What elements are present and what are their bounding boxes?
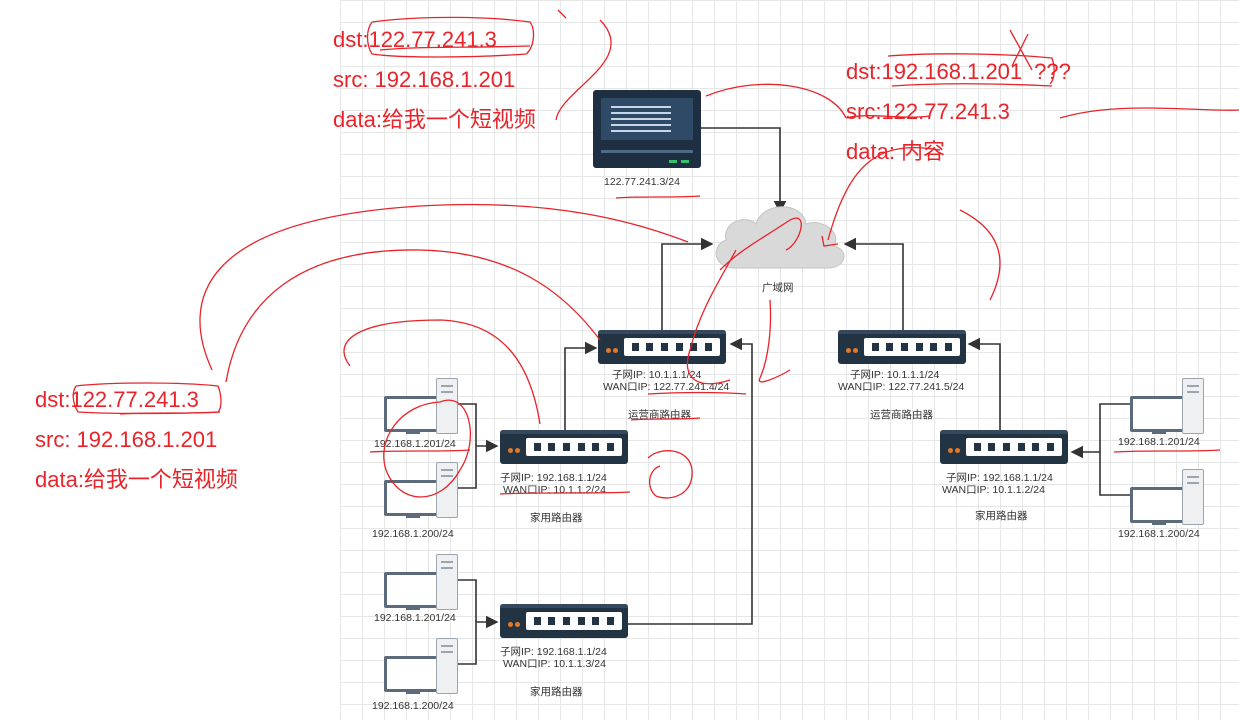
computer-icon <box>384 638 458 694</box>
isp-left-subnet: 子网IP: 10.1.1.1/24 <box>612 369 702 381</box>
grid-background <box>340 0 1239 720</box>
isp-right-name: 运营商路由器 <box>870 409 933 421</box>
home-right-name: 家用路由器 <box>975 510 1028 522</box>
note-data: data:给我一个短视频 <box>35 467 238 492</box>
note-data: data:给我一个短视频 <box>333 107 536 132</box>
home-left-2-name: 家用路由器 <box>530 686 583 698</box>
pc-l1a-ip: 192.168.1.201/24 <box>374 438 456 450</box>
isp-router-left-icon <box>598 330 726 364</box>
computer-icon <box>1130 378 1204 434</box>
computer-icon <box>384 462 458 518</box>
note-data: data: 内容 <box>846 139 946 164</box>
note-dst: dst:122.77.241.3 <box>35 387 199 412</box>
note-dst: dst:192.168.1.201 <box>846 59 1023 84</box>
note-request-mid: dst:122.77.241.3 src: 192.168.1.201 data… <box>35 380 238 500</box>
note-src: src: 192.168.1.201 <box>35 427 218 452</box>
home-left-2-wan: WAN口IP: 10.1.1.3/24 <box>503 658 606 670</box>
home-router-left-1-icon <box>500 430 628 464</box>
home-router-left-2-icon <box>500 604 628 638</box>
home-right-wan: WAN口IP: 10.1.1.2/24 <box>942 484 1045 496</box>
pc-l2b-ip: 192.168.1.200/24 <box>372 700 454 712</box>
cloud-icon <box>715 206 845 269</box>
computer-icon <box>384 554 458 610</box>
isp-right-subnet: 子网IP: 10.1.1.1/24 <box>850 369 940 381</box>
isp-router-right-icon <box>838 330 966 364</box>
note-src: src:122.77.241.3 <box>846 99 1010 124</box>
isp-right-wan: WAN口IP: 122.77.241.5/24 <box>838 381 965 393</box>
home-right-subnet: 子网IP: 192.168.1.1/24 <box>946 472 1053 484</box>
server-icon <box>593 90 701 168</box>
home-left-1-subnet: 子网IP: 192.168.1.1/24 <box>500 472 607 484</box>
home-left-1-name: 家用路由器 <box>530 512 583 524</box>
computer-icon <box>1130 469 1204 525</box>
note-src: src: 192.168.1.201 <box>333 67 516 92</box>
home-left-2-subnet: 子网IP: 192.168.1.1/24 <box>500 646 607 658</box>
pc-l2a-ip: 192.168.1.201/24 <box>374 612 456 624</box>
pc-l1b-ip: 192.168.1.200/24 <box>372 528 454 540</box>
cloud-label: 广域网 <box>762 282 794 294</box>
isp-left-wan: WAN口IP: 122.77.241.4/24 <box>603 381 730 393</box>
home-router-right-icon <box>940 430 1068 464</box>
isp-left-name: 运营商路由器 <box>628 409 691 421</box>
server-ip-label: 122.77.241.3/24 <box>604 176 680 188</box>
pc-rb-ip: 192.168.1.200/24 <box>1118 528 1200 540</box>
pc-ra-ip: 192.168.1.201/24 <box>1118 436 1200 448</box>
